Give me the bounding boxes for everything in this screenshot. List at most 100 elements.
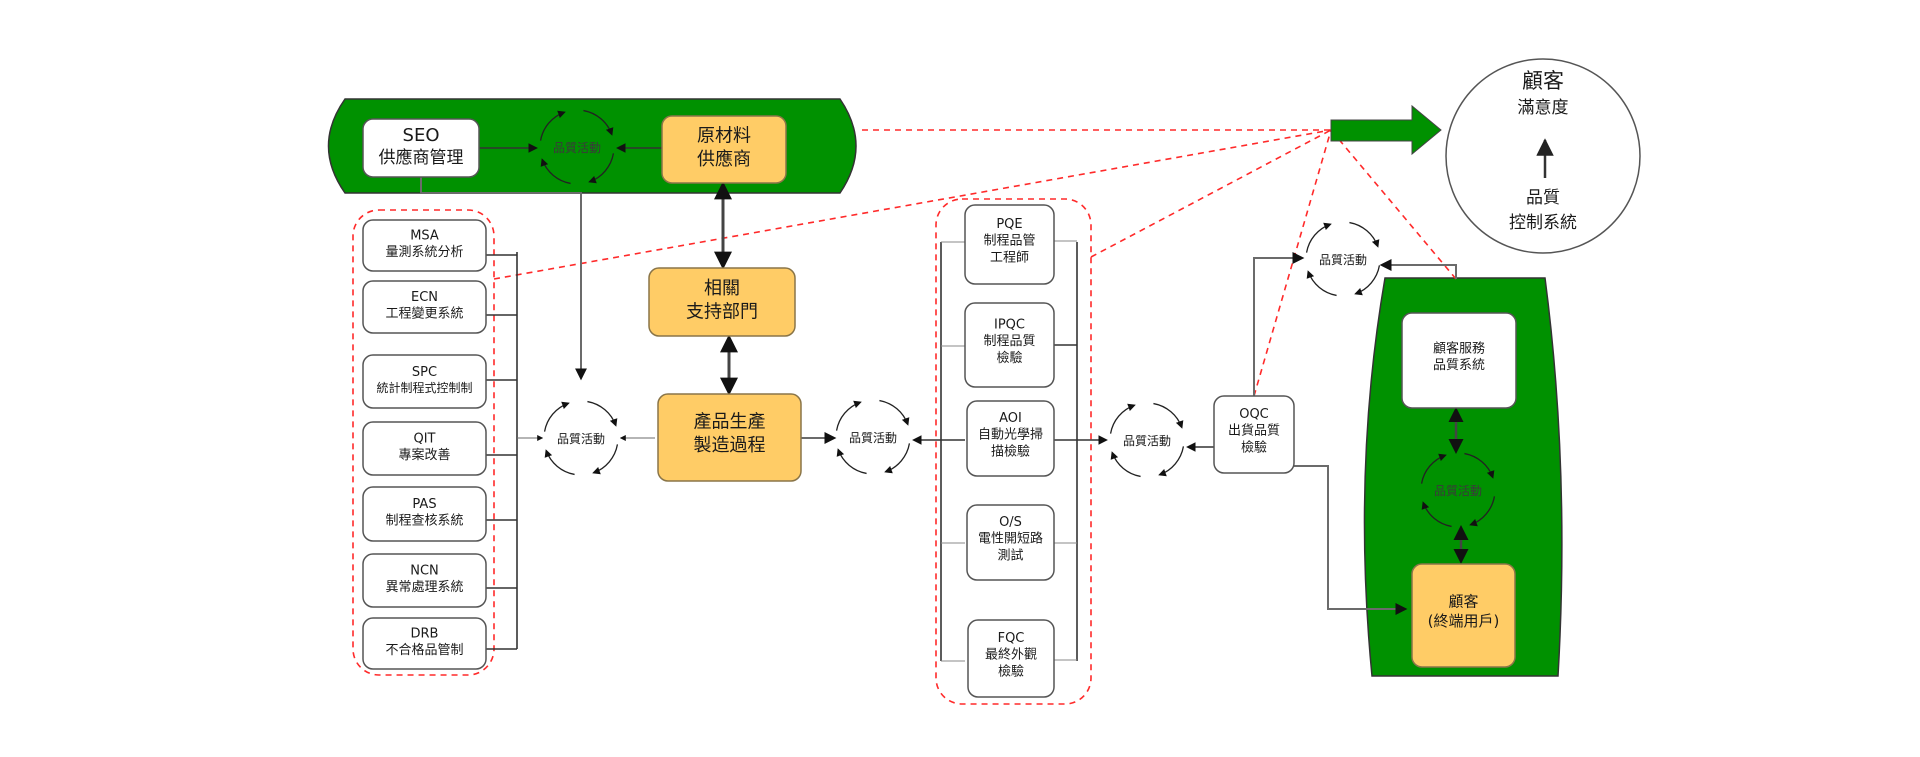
box-line: 工程變更系統 [385, 306, 463, 322]
box-frame [966, 504, 1055, 581]
box-line: 供應商 [697, 148, 751, 170]
cycle-arrow-icon [1420, 453, 1447, 484]
box-msa: MSA 量測系統分析 [362, 219, 487, 272]
cycle-arrow-icon [1464, 452, 1495, 479]
cycle-arrow-icon [587, 400, 618, 427]
cycle-arrow-icon [1153, 402, 1184, 429]
box-title: 顧客 [1448, 593, 1478, 611]
box-line: 制程品管 [983, 234, 1035, 249]
box-line: 制程品質 [983, 334, 1035, 349]
cycle-arrow-icon [543, 401, 570, 432]
box-frame [964, 204, 1055, 285]
box-title: NCN [410, 563, 439, 578]
box-title: FQC [998, 631, 1025, 646]
quality-activity-cycles: 品質活動品質活動品質活動品質活動品質活動品質活動 [539, 109, 1496, 528]
cycle-arrow-icon [544, 449, 575, 476]
quality-label: 品質 [1526, 188, 1560, 208]
box-frame [362, 486, 487, 542]
box-title: 顧客服務 [1433, 340, 1485, 356]
box-title: PAS [412, 497, 436, 512]
cycle-arrow-icon [1349, 221, 1380, 248]
connectors [420, 143, 1469, 662]
cycle-arrow-icon [588, 153, 615, 184]
control-system-label: 控制系統 [1509, 213, 1577, 233]
box-line: 檢驗 [996, 350, 1022, 366]
box-frame [966, 400, 1055, 477]
box-line: 異常處理系統 [385, 580, 463, 595]
box-line: 最終外觀 [985, 647, 1037, 663]
cycle-arrow-icon [1421, 501, 1452, 528]
box-line: 統計制程式控制制 [376, 380, 472, 395]
box-line: 品質系統 [1433, 358, 1485, 373]
box-title: 原材料 [697, 126, 751, 147]
box-frame [661, 115, 787, 184]
cycle-label: 品質活動 [1123, 433, 1171, 448]
box-frame [967, 619, 1055, 698]
cycle-arrow-icon [884, 443, 911, 474]
quality-activity-cycle: 品質活動 [1109, 402, 1185, 478]
satisfaction-subtitle: 滿意度 [1518, 98, 1569, 118]
box-line: 測試 [997, 548, 1023, 564]
box-frame [362, 421, 487, 476]
box-line: 不合格品管制 [385, 642, 463, 658]
cycle-arrow-icon [835, 400, 862, 431]
box-frame [362, 280, 487, 334]
box-frame [1213, 395, 1295, 474]
box-title: SPC [412, 365, 437, 380]
cycle-label: 品質活動 [1434, 483, 1482, 498]
box-line: 製造過程 [694, 435, 766, 456]
quality-activity-cycle: 品質活動 [1305, 221, 1381, 297]
box-line: 支持部門 [686, 302, 758, 323]
green-arrow-icon [1330, 104, 1442, 156]
cycle-arrow-icon [1110, 451, 1141, 478]
box-frame [362, 354, 487, 409]
box-frame [362, 553, 487, 608]
box-line: 供應商管理 [379, 147, 464, 168]
box-line: 量測系統分析 [385, 245, 463, 260]
box-line: 專案改善 [398, 447, 450, 463]
cycle-arrow-icon [583, 109, 614, 136]
box-line: 檢驗 [998, 664, 1024, 680]
box-frame [1411, 563, 1516, 668]
box-title: IPQC [994, 317, 1025, 332]
box-line: 工程師 [990, 251, 1029, 266]
box-line: 描檢驗 [991, 444, 1030, 460]
cycle-arrow-icon [1306, 270, 1337, 297]
cycle-arrow-icon [879, 399, 910, 426]
box-title: O/S [999, 515, 1022, 530]
box-customer: 顧客(終端用戶) [1411, 563, 1516, 668]
cycle-arrow-icon [1305, 222, 1332, 253]
box-title: 相關 [704, 278, 740, 299]
box-line: (終端用戶) [1428, 612, 1500, 630]
box-frame [657, 393, 802, 482]
box-title: ECN [411, 290, 438, 305]
box-frame [362, 219, 487, 272]
cycle-arrow-icon [1158, 446, 1185, 477]
box-line: 電性開短路 [978, 531, 1043, 547]
box-title: MSA [410, 228, 439, 243]
box-title: OQC [1239, 407, 1269, 422]
box-title: DRB [411, 626, 439, 641]
red-dashed-links [493, 129, 1457, 397]
boxes: SEO供應商管理原材料供應商相關支持部門產品生產製造過程MSA量測系統分析ECN… [362, 115, 1517, 698]
box-frame [1401, 312, 1517, 409]
box-frame [362, 617, 487, 670]
cycle-arrow-icon [1109, 403, 1136, 434]
cycle-label: 品質活動 [557, 431, 605, 446]
box-line: 出貨品質 [1228, 423, 1280, 439]
quality-activity-cycle: 品質活動 [835, 399, 911, 475]
box-title: SEO [403, 125, 440, 146]
box-frame [964, 302, 1055, 388]
satisfaction-title: 顧客 [1522, 69, 1564, 93]
cycle-label: 品質活動 [849, 430, 897, 445]
box-line: 檢驗 [1241, 440, 1267, 456]
cycle-arrow-icon [1469, 496, 1496, 527]
